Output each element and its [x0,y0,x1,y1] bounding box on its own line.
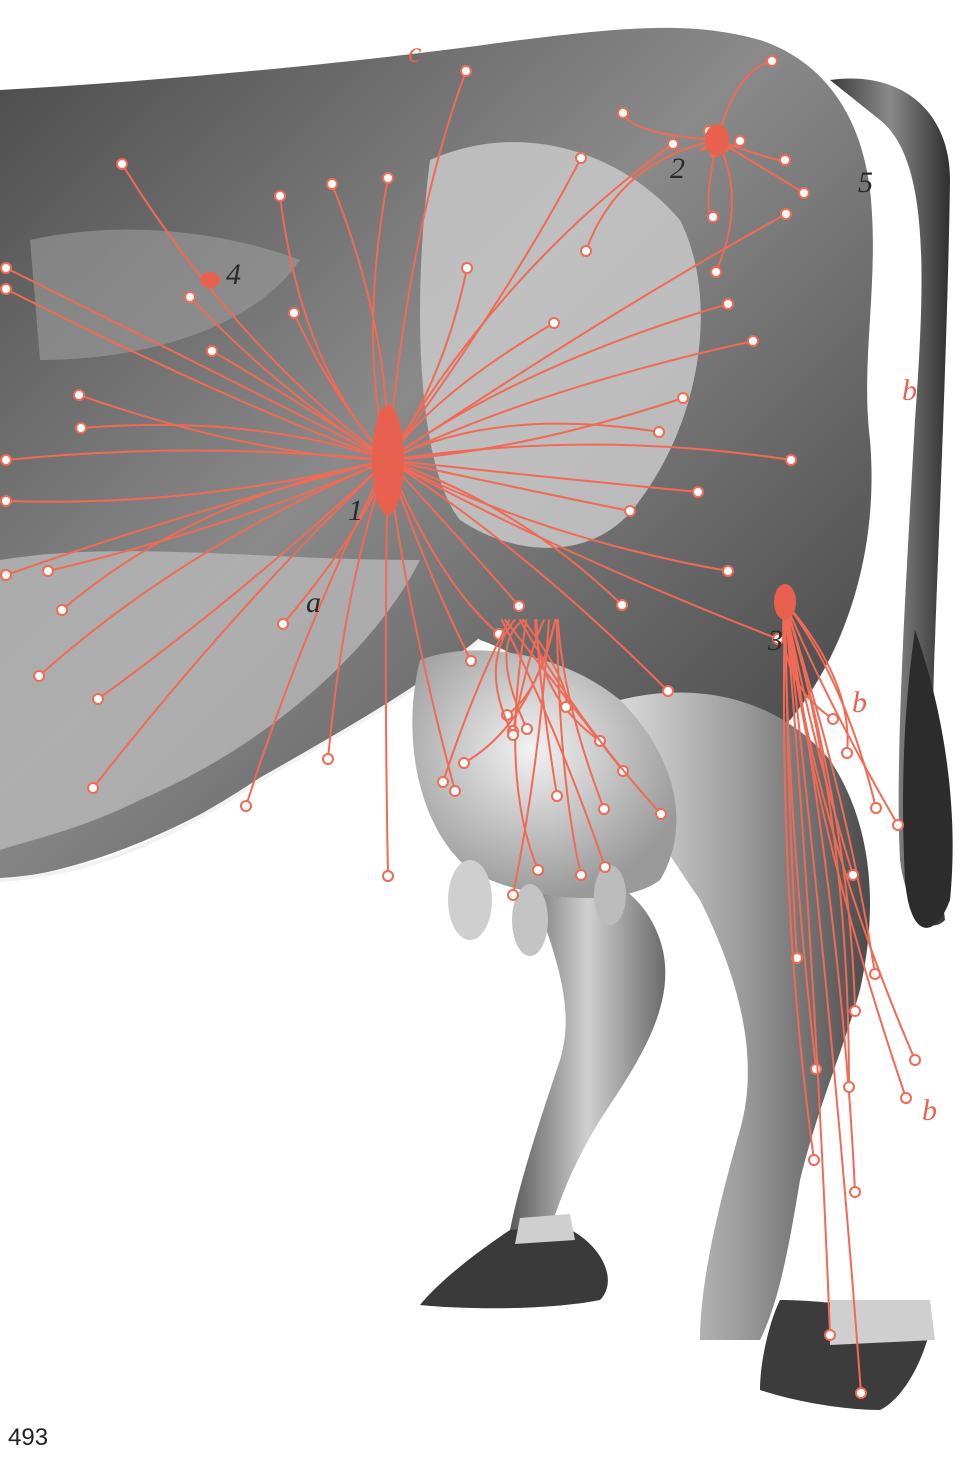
vessel-origin [663,686,673,696]
vessel-origin [508,890,518,900]
vessel-origin [34,671,44,681]
vessel-origin [599,804,609,814]
vessel-origin [617,600,627,610]
label-1: 1 [348,494,363,527]
vessel-origin [693,487,703,497]
vessel-origin [654,427,664,437]
label-4: 4 [226,258,241,291]
teat-right [594,865,626,925]
vessel-origin [600,862,610,872]
vessel-origin [842,748,852,758]
label-b-mid: b [852,686,867,719]
vessel-origin [811,1064,821,1074]
vessel-origin [241,801,251,811]
vessel-origin [450,786,460,796]
label-5: 5 [858,166,873,199]
vessel-origin [708,212,718,222]
vessel-origin [723,566,733,576]
vessel-origin [871,803,881,813]
vessel-origin [1,284,11,294]
vessel-origin [856,1388,866,1398]
vessel-origin [383,173,393,183]
vessel-origin [93,694,103,704]
label-c: c [408,36,421,69]
vessel-origin [289,308,299,318]
vessel-origin [844,1082,854,1092]
vessel-origin [723,299,733,309]
vessel-origin [581,246,591,256]
vessel-origin [767,56,777,66]
vessel-origin [1,455,11,465]
vessel-origin [786,455,796,465]
vessel-origin [809,1155,819,1165]
vessel-origin [278,619,288,629]
vessel-origin [459,758,469,768]
vessel-origin [828,714,838,724]
vessel-origin [522,724,532,734]
vessel-origin [1,263,11,273]
vessel-origin [711,267,721,277]
vessel-origin [1,496,11,506]
vessel-origin [780,155,790,165]
vessel-origin [668,139,678,149]
vessel-origin [735,136,745,146]
label-b-lower: b [922,1094,937,1127]
vessel-origin [678,393,688,403]
label-3: 3 [767,624,783,657]
vessel-origin [848,870,858,880]
vessel-origin [576,870,586,880]
vessel-origin [74,390,84,400]
vessel-origin [576,153,586,163]
vessel-origin [462,263,472,273]
vessel-origin [275,191,285,201]
vessel-origin [323,754,333,764]
vessel-origin [552,791,562,801]
vessel-origin [561,702,571,712]
label-b-upper: b [902,374,917,407]
label-a: a [306,586,321,619]
lymph-node-4 [200,272,220,288]
vessel-origin [850,1006,860,1016]
lymph-node-3 [774,584,796,620]
vessel-origin [656,809,666,819]
vessel-origin [76,423,86,433]
vessel-origin [893,820,903,830]
label-2: 2 [670,152,685,185]
vessel-origin [901,1093,911,1103]
vessel-origin [910,1055,920,1065]
vessel-origin [327,179,337,189]
vessel-origin [57,605,67,615]
vessel-origin [748,336,758,346]
vessel-origin [185,292,195,302]
vessel-origin [549,318,559,328]
vessel-origin [117,159,127,169]
vessel-origin [781,209,791,219]
vessel-origin [383,871,393,881]
vessel-origin [533,865,543,875]
vessel-origin [799,188,809,198]
vessel-origin [43,566,53,576]
vessel-origin [207,346,217,356]
vessel-origin [850,1187,860,1197]
vessel-origin [88,783,98,793]
lymph-node-2 [705,124,729,156]
page-number: 493 [8,1424,48,1452]
vessel-origin [508,730,518,740]
lymph-node-1 [372,405,404,515]
vessel-origin [461,66,471,76]
vessel-origin [466,656,476,666]
vessel-origin [1,570,11,580]
vessel-origin [825,1330,835,1340]
vessel-origin [514,601,524,611]
vessel-origin [438,777,448,787]
vessel-origin [618,108,628,118]
teat-left [448,860,492,940]
vessel-origin [625,506,635,516]
